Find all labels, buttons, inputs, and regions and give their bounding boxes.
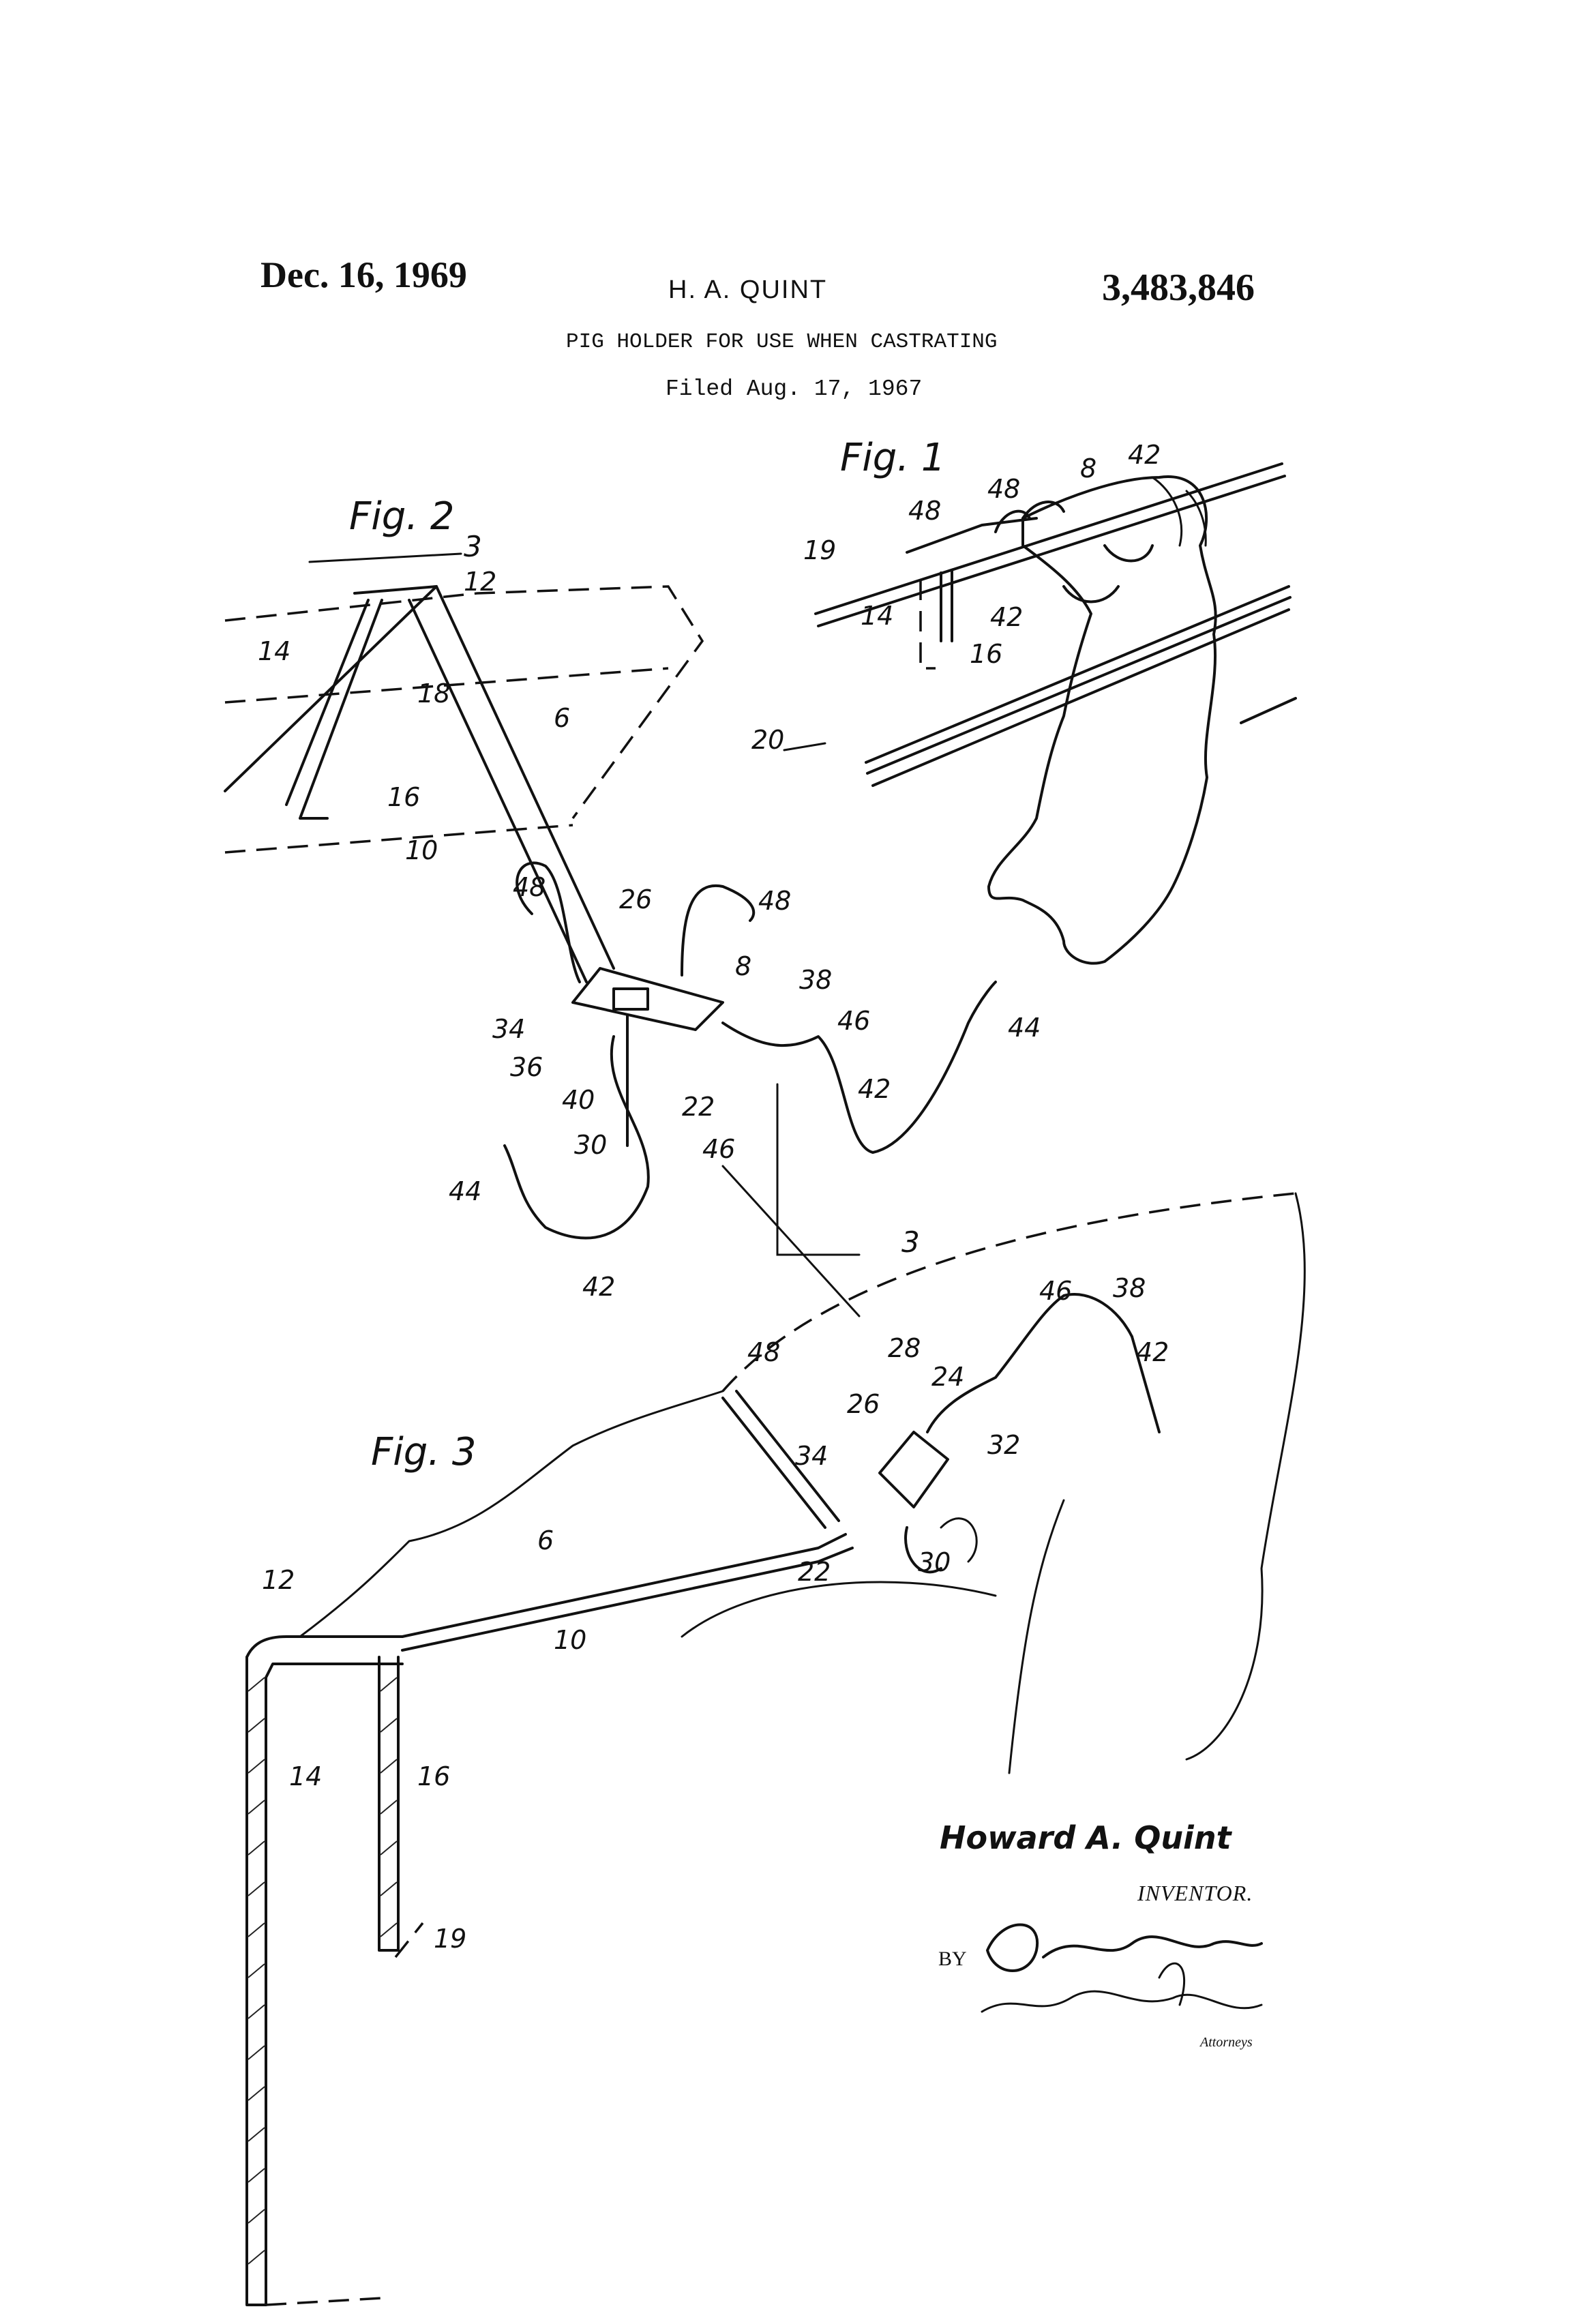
fig3-ref-22: 22 [798,1557,831,1587]
fig1-ref-19: 19 [803,535,836,565]
fig2-ref-42a: 42 [858,1074,891,1104]
fig3-base-dashed [266,2298,382,2305]
fig3-pig-right [1186,1193,1304,1759]
fig3-ref-48: 48 [747,1337,780,1367]
fig1-rail-mid [866,586,1289,762]
attorneys-caption: Attorneys [1200,2035,1253,2051]
fig2-ref-16: 16 [387,782,420,812]
fig3-bend-12 [247,1637,402,1657]
fig2-ref-22: 22 [682,1092,715,1122]
figure-3: Fig. 3 [247,1193,1304,2305]
fig3-ref-28: 28 [888,1333,921,1363]
fig2-ref-8: 8 [735,951,751,981]
fig2-ref-6: 6 [554,703,570,733]
fig3-ref-30: 30 [918,1547,951,1577]
fig3-ref-42: 42 [1136,1337,1169,1367]
fig2-label: Fig. 2 [349,494,455,539]
fig1-rail-mid-2 [867,597,1290,773]
fig2-ref-46a: 46 [837,1006,870,1036]
fig2-ref-30: 30 [574,1130,607,1160]
fig3-ref-24: 24 [931,1362,964,1392]
fig3-ref-26: 26 [847,1389,880,1419]
attorney-signature [982,1925,1262,2012]
fig2-ref-18: 18 [417,679,450,709]
fig2-ref-44a: 44 [1008,1013,1041,1043]
fig3-pig-leg [1009,1500,1064,1773]
fig1-ref-42a: 42 [1128,440,1161,470]
fig3-pig-belly [682,1582,996,1637]
fig3-ref-34: 34 [795,1441,828,1471]
fig3-ref-12: 12 [262,1565,295,1595]
inventor-caption: INVENTOR. [1137,1881,1253,1906]
fig1-ref-42b: 42 [990,602,1023,632]
fig1-arrow-20 [784,743,825,750]
fig2-ref-38: 38 [799,965,832,995]
fig3-arm-bottom [402,1548,852,1650]
fig1-ref-48b: 48 [987,474,1020,504]
fig2-ref-26: 26 [619,884,652,914]
fig1-pig-body [989,477,1216,964]
fig2-ref-42b: 42 [582,1272,615,1302]
fig3-ref-19: 19 [434,1924,466,1954]
fig3-hatching [248,1678,397,2264]
fig2-arm-10a [436,586,614,968]
fig2-ref-48b: 48 [758,886,791,916]
fig2-bracket-16 [300,600,382,818]
fig3-ref-16: 16 [417,1761,450,1791]
fig2-ref-46b: 46 [702,1134,735,1164]
fig2-nut-26 [614,989,648,1009]
fig3-leg-16 [379,1657,398,1950]
fig3-label: Fig. 3 [371,1430,477,1474]
inventor-signature: Howard A. Quint [940,1819,1232,1856]
by-label: BY [938,1948,967,1971]
fig1-rail-low [1241,698,1296,723]
fig1-rail-mid-3 [873,610,1289,786]
fig1-ref-14: 14 [861,601,893,631]
fig1-ref-20: 20 [751,725,784,755]
fig3-ref-32: 32 [987,1430,1020,1460]
fig2-ref-10: 10 [405,835,438,865]
fig2-bracket-14 [286,600,368,805]
fig1-ref-8: 8 [1080,453,1096,483]
fig2-section-cut [723,1166,859,1316]
fig1-ref-48a: 48 [908,496,941,526]
fig3-pig-top [300,1391,723,1637]
figure-1: Fig. 1 48 48 8 [751,436,1296,964]
fig2-ref-14: 14 [258,636,290,666]
fig1-label: Fig. 1 [840,436,946,480]
fig3-ref-46: 46 [1039,1276,1072,1306]
fig2-ref-34: 34 [492,1014,525,1044]
fig3-ref-10: 10 [554,1625,586,1655]
figure-2: Fig. 2 3 3 [225,494,1041,1316]
fig3-nut-26 [880,1432,948,1507]
fig3-ref-14: 14 [289,1761,322,1791]
fig3-arm-top [402,1534,846,1637]
fig2-section-3-top: 3 [464,530,482,563]
fig1-ref-16: 16 [970,639,1002,669]
fig2-arm-10b [409,600,586,982]
fig3-ref-38: 38 [1113,1273,1146,1303]
fig2-ref-44b: 44 [449,1176,481,1206]
fig2-ref-12: 12 [464,567,496,597]
fig2-support-dashed [225,586,702,818]
fig2-ref-36: 36 [510,1052,543,1082]
fig2-section-arrow-top [310,554,461,562]
fig2-ref-48a: 48 [513,872,546,902]
fig2-section-3-bottom: 3 [901,1225,920,1259]
fig1-hook-42b [1105,546,1152,561]
fig2-ref-40: 40 [562,1085,595,1115]
fig3-ref-6: 6 [537,1525,554,1555]
